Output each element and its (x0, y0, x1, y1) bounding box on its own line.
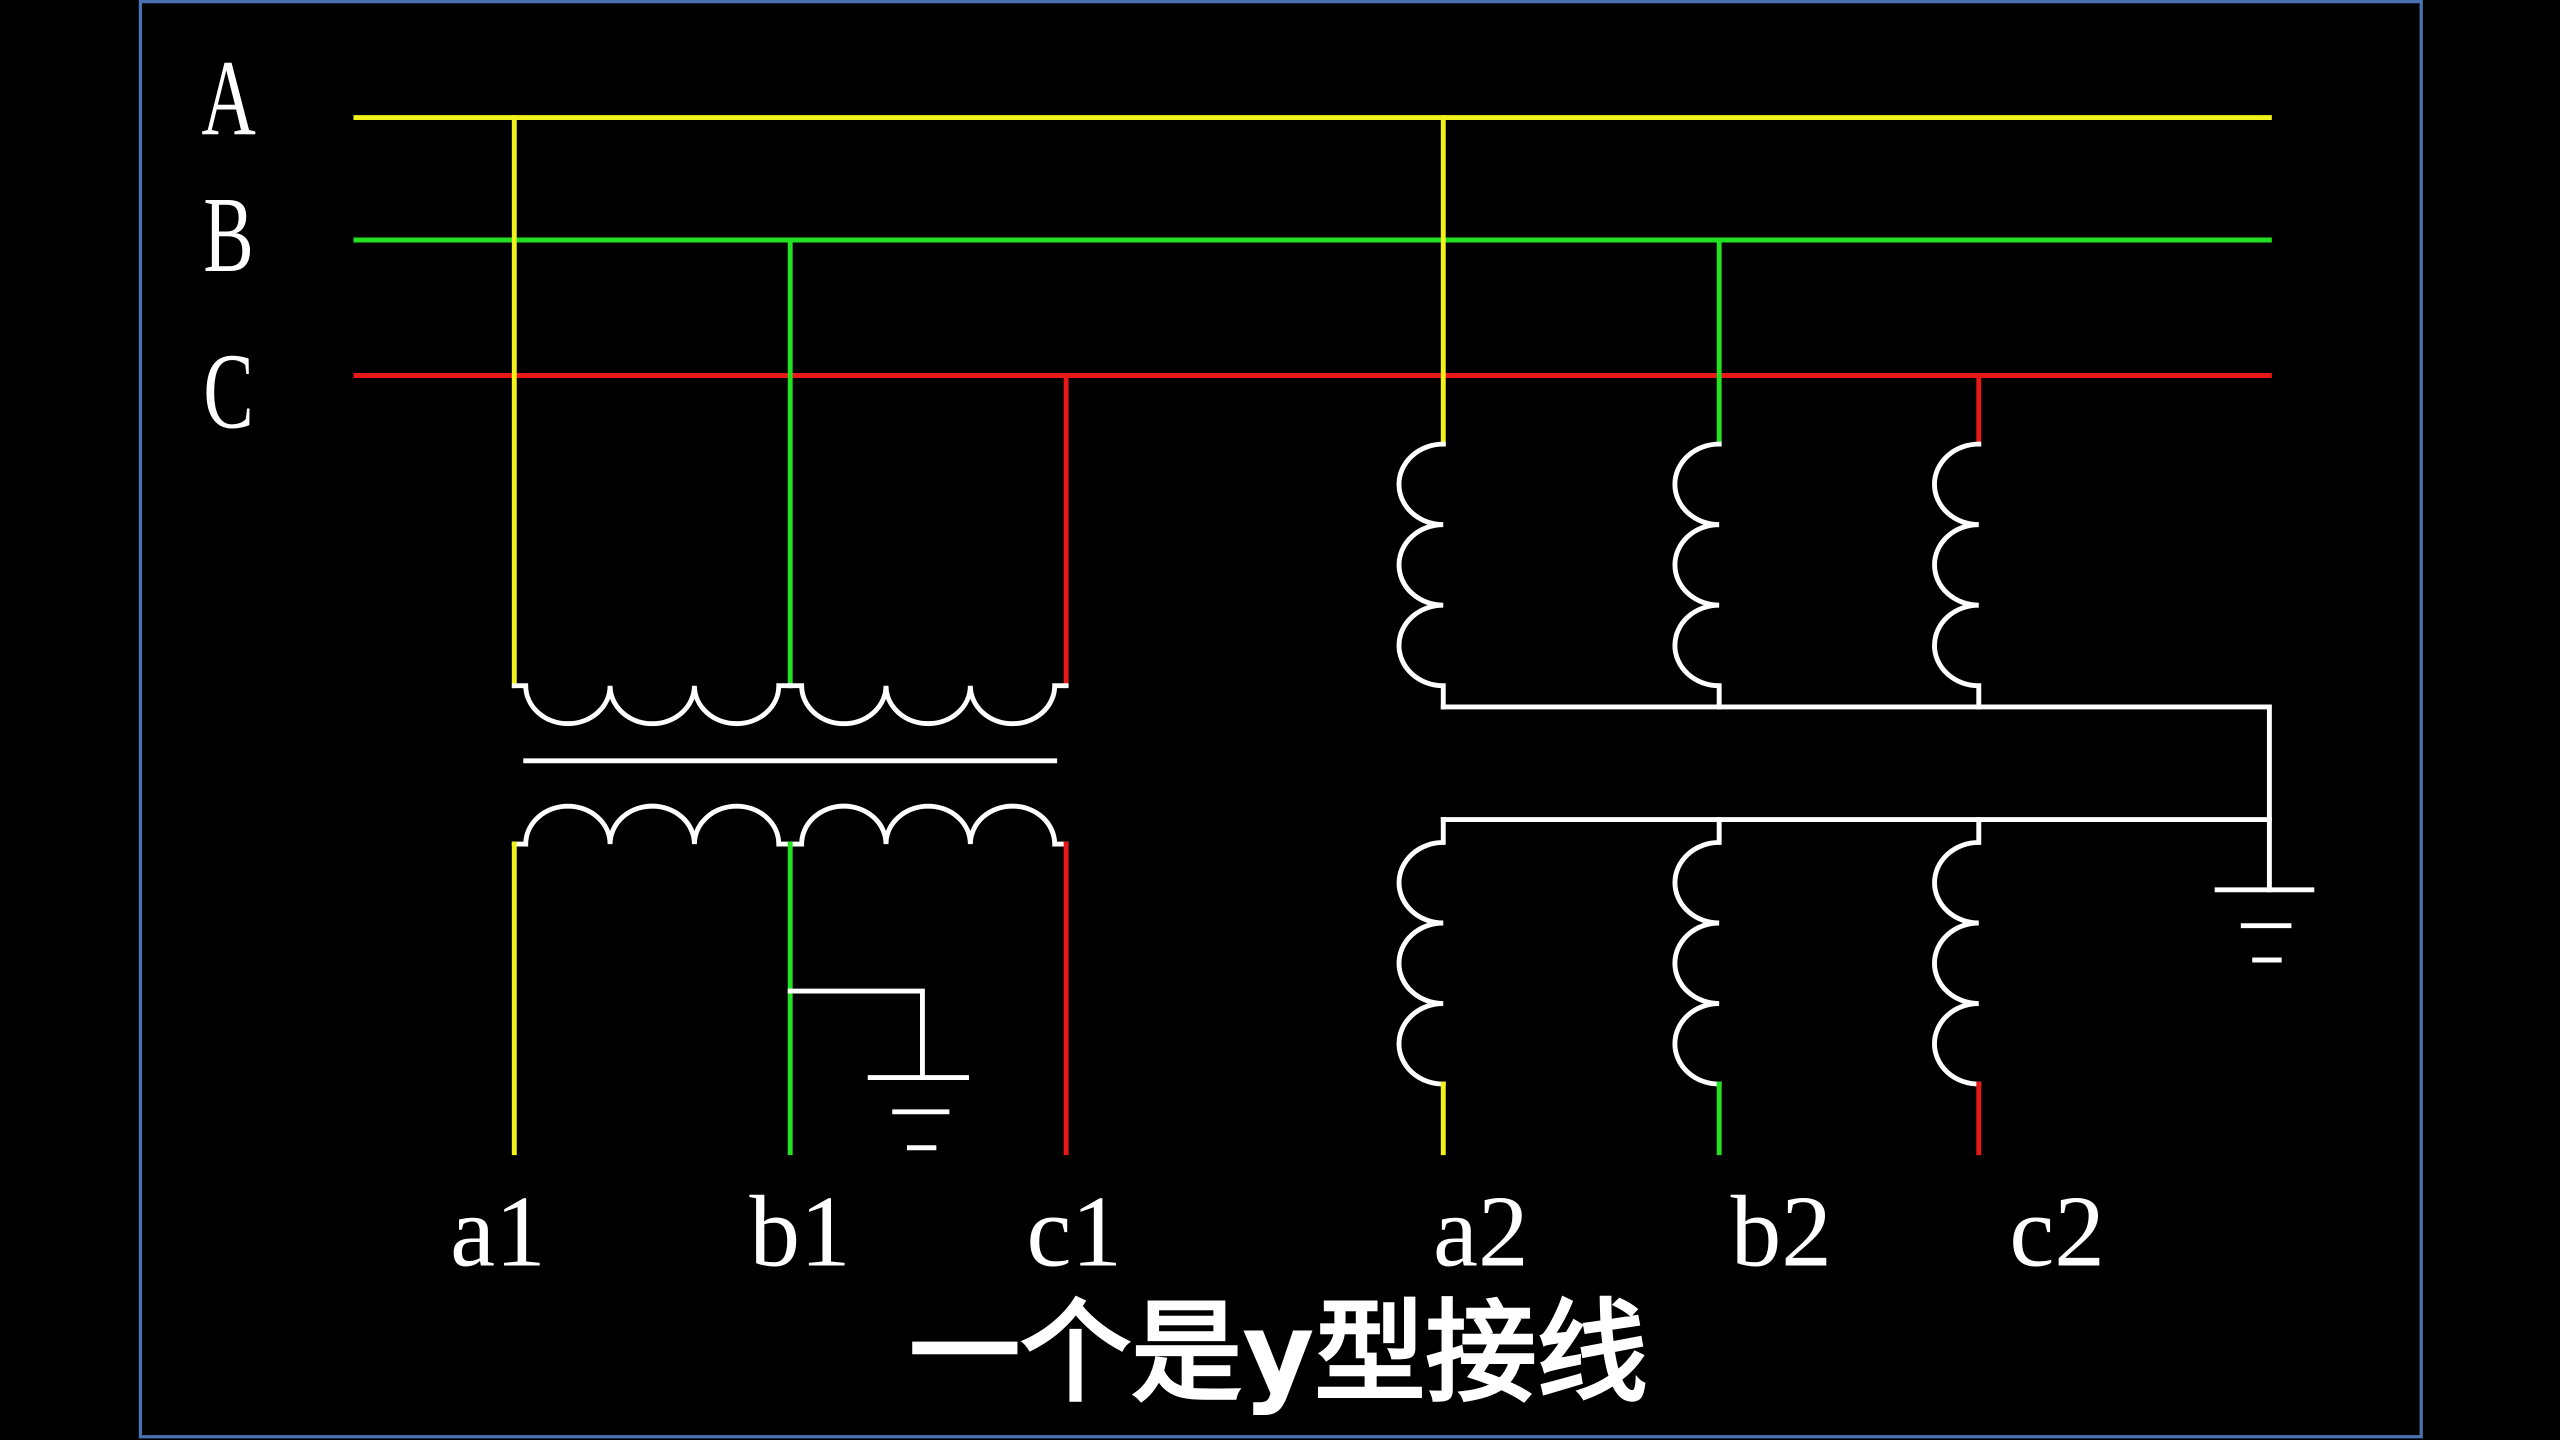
terminal-label-b1: b1 (749, 1175, 850, 1287)
terminal-label-a1: a1 (450, 1175, 546, 1287)
bus-label-a: A (201, 39, 255, 158)
secondary-winding-bc (787, 803, 1069, 847)
bus-label-c: C (203, 333, 253, 452)
ground-symbol-right (2214, 887, 2315, 963)
primary-winding-bc (787, 683, 1069, 727)
ground-symbol-left (867, 1075, 969, 1151)
terminal-label-b2: b2 (1731, 1175, 1832, 1287)
bus-label-b: B (203, 176, 253, 295)
pt-primary-winding-a2 (1396, 441, 1446, 710)
pt-secondary-winding-c2 (1932, 817, 1982, 1087)
primary-winding-ab (511, 683, 793, 727)
pt-primary-winding-c2 (1932, 441, 1982, 710)
primary-neutral-bus (1440, 704, 2272, 893)
terminal-label-a2: a2 (1433, 1175, 1529, 1287)
pt-secondary-winding-b2 (1672, 817, 1722, 1087)
pt-primary-winding-b2 (1672, 441, 1722, 710)
pt-secondary-winding-a2 (1396, 817, 1446, 1087)
subtitle-caption: 一个是y型接线 (909, 1289, 1647, 1418)
secondary-winding-ab (511, 803, 793, 847)
terminal-label-c1: c1 (1027, 1175, 1123, 1287)
ground-lead-b1 (787, 988, 925, 1080)
frame-border (138, 0, 2423, 1439)
terminal-label-c2: c2 (2009, 1175, 2105, 1287)
